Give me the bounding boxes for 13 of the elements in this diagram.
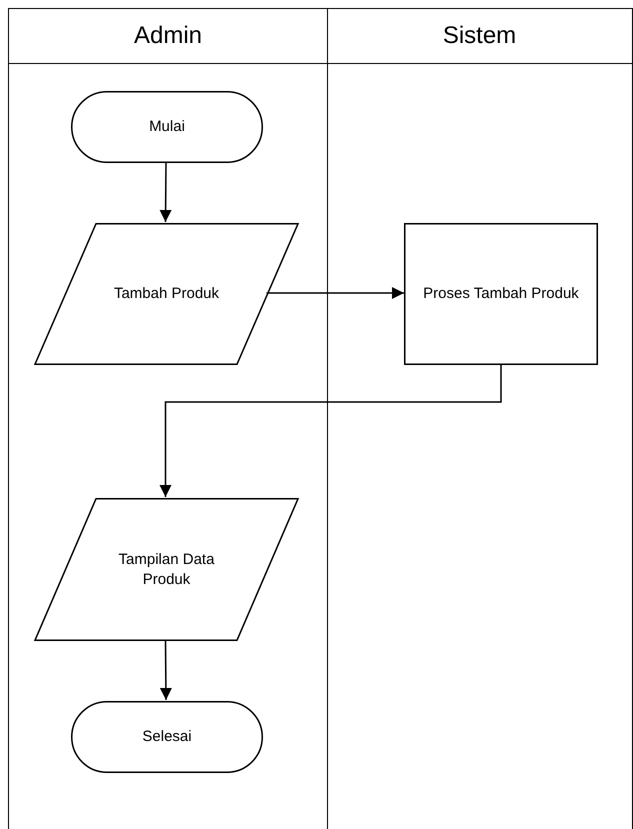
lane-title: Sistem	[442, 22, 516, 50]
node-label: Tambah Produk	[112, 284, 220, 304]
arrow	[160, 640, 172, 700]
arrow	[160, 364, 502, 497]
swimlane	[327, 8, 633, 829]
node-label: Selesai	[141, 726, 193, 747]
arrow	[160, 162, 172, 222]
node-label: Mulai	[148, 116, 186, 137]
node-label: Proses Tambah Produk	[422, 284, 580, 304]
swimlane	[8, 8, 328, 829]
lane-title: Admin	[134, 22, 202, 50]
node-label: Tampilan Data Produk	[118, 549, 216, 590]
arrow	[266, 287, 404, 299]
